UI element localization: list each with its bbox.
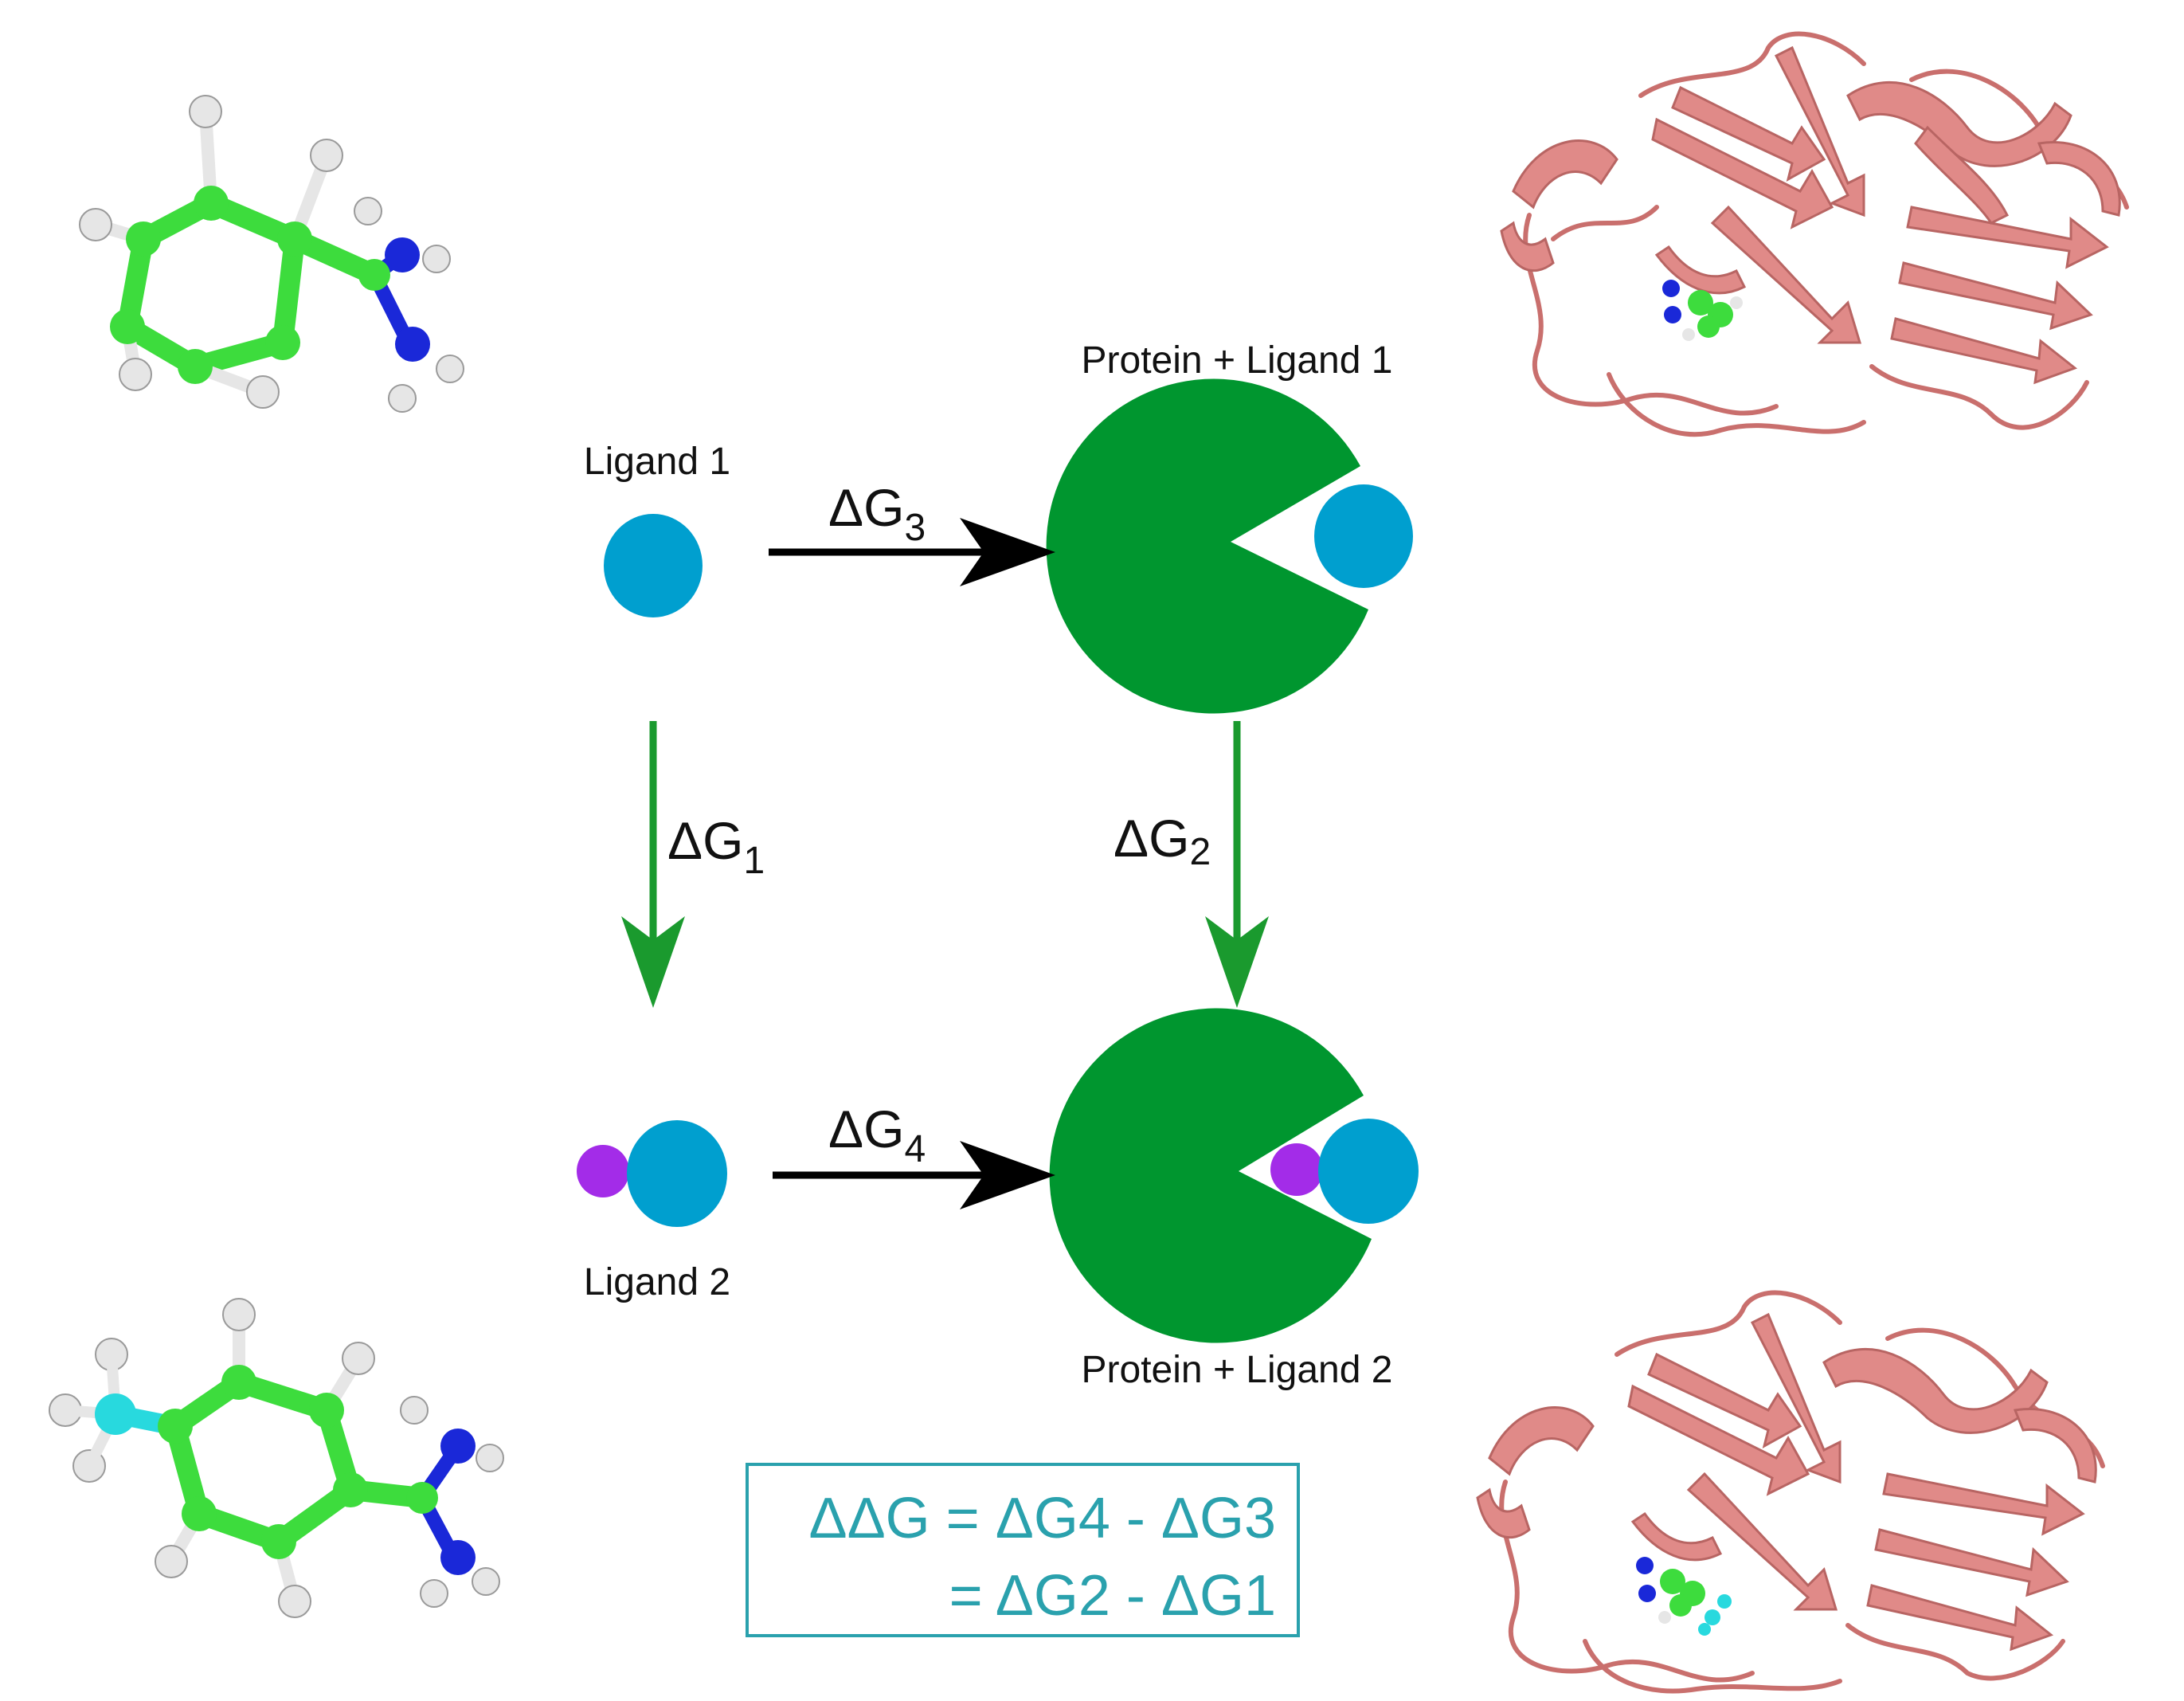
equation-box — [746, 1463, 1300, 1637]
complex2-ligand-sphere — [1318, 1119, 1419, 1224]
dg4-label: ΔG4 — [828, 1099, 926, 1170]
ligand1-label: Ligand 1 — [584, 441, 730, 483]
dg4-subscript: 4 — [904, 1128, 926, 1170]
dg2-main: ΔG — [1114, 809, 1189, 868]
ligand2-label: Ligand 2 — [584, 1261, 730, 1303]
protein-blob-1 — [1046, 378, 1368, 714]
protein-blob-2 — [1049, 1008, 1372, 1343]
ligand1-sphere — [604, 514, 703, 617]
equation-line-2: = ΔG2 - ΔG1 — [949, 1564, 1276, 1628]
protein-ribbon-structure-2 — [1476, 1290, 2105, 1694]
ligand1-molecule-model — [79, 95, 464, 413]
dg2-label: ΔG2 — [1114, 809, 1211, 873]
dg4-main: ΔG — [828, 1099, 904, 1158]
dg2-subscript: 2 — [1189, 831, 1211, 873]
dg3-subscript: 3 — [904, 507, 926, 549]
complex1-label: Protein + Ligand 1 — [1082, 339, 1393, 382]
dg1-main: ΔG — [667, 811, 743, 870]
ligand2-molecule-model — [49, 1298, 504, 1618]
ligand2-substituent-sphere — [577, 1145, 629, 1197]
complex2-substituent-sphere — [1270, 1143, 1323, 1196]
arrow-dg4 — [773, 1141, 1055, 1209]
dg1-label: ΔG1 — [667, 811, 765, 882]
dg1-subscript: 1 — [743, 840, 765, 882]
arrow-dg2 — [1205, 721, 1269, 1008]
ligand2-sphere — [627, 1120, 727, 1227]
dg3-label: ΔG3 — [828, 478, 926, 549]
dg3-main: ΔG — [828, 478, 904, 537]
protein-ribbon-structure-1 — [1500, 31, 2129, 437]
complex1-ligand-sphere — [1314, 484, 1413, 588]
arrow-dg3 — [769, 518, 1055, 586]
arrow-dg1 — [621, 721, 685, 1008]
complex2-label: Protein + Ligand 2 — [1082, 1349, 1393, 1391]
equation-line-1: ΔΔG = ΔG4 - ΔG3 — [808, 1487, 1276, 1550]
